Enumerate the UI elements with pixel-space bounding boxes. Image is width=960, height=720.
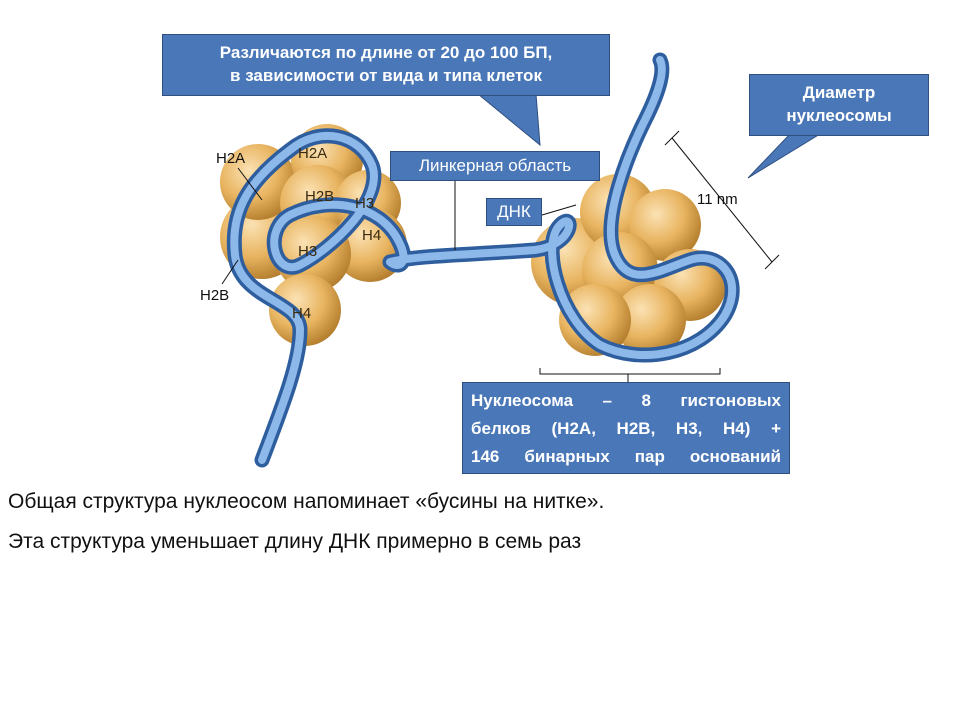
histone-label-h4-bottom: H4	[292, 305, 311, 322]
nucleosome-callout-line-1: Нуклеосома – 8 гистоновых	[471, 391, 781, 410]
dimension-label: 11 nm	[697, 191, 738, 208]
nucleosome-callout-line-2: белков (H2A, H2B, H3, H4) +	[471, 419, 781, 438]
side-label-h2a: H2A	[216, 150, 245, 167]
diameter-callout: Диаметр нуклеосомы	[749, 74, 929, 136]
histone-label-h2b: H2B	[305, 188, 334, 205]
h2b-leader-line	[221, 259, 239, 285]
length-callout-line-2: в зависимости от вида и типа клеток	[230, 66, 542, 85]
length-callout-line-1: Различаются по длине от 20 до 100 БП,	[219, 43, 553, 62]
histone-label-h4-right: H4	[362, 227, 381, 244]
nucleosome-bracket	[539, 368, 721, 382]
diameter-callout-line-1: Диаметр	[802, 83, 876, 102]
length-callout: Различаются по длине от 20 до 100 БП, в …	[162, 34, 610, 96]
caption-line-2: Эта структура уменьшает длину ДНК пример…	[8, 530, 582, 553]
diameter-dimension	[664, 130, 780, 270]
dna-leader-line	[541, 204, 577, 216]
dna-strand	[226, 52, 740, 468]
diameter-callout-pointer	[747, 133, 822, 179]
nucleosome-callout: Нуклеосома – 8 гистоновых белков (H2A, H…	[462, 382, 790, 474]
h2a-leader-line	[237, 167, 263, 201]
nucleosome-callout-line-3: 146 бинарных пар оснований	[471, 447, 781, 466]
histone-label-h3-center: H3	[298, 243, 317, 260]
histone-label-h2a: H2A	[298, 145, 327, 162]
length-callout-pointer	[476, 93, 541, 147]
linker-region-label: Линкерная область	[390, 151, 600, 181]
side-label-h2b: H2B	[200, 287, 229, 304]
histone-label-h3-right: H3	[355, 195, 374, 212]
diameter-callout-line-2: нуклеосомы	[786, 106, 892, 125]
caption-line-1: Общая структура нуклеосом напоминает «бу…	[8, 490, 605, 513]
dna-label: ДНК	[486, 198, 542, 226]
